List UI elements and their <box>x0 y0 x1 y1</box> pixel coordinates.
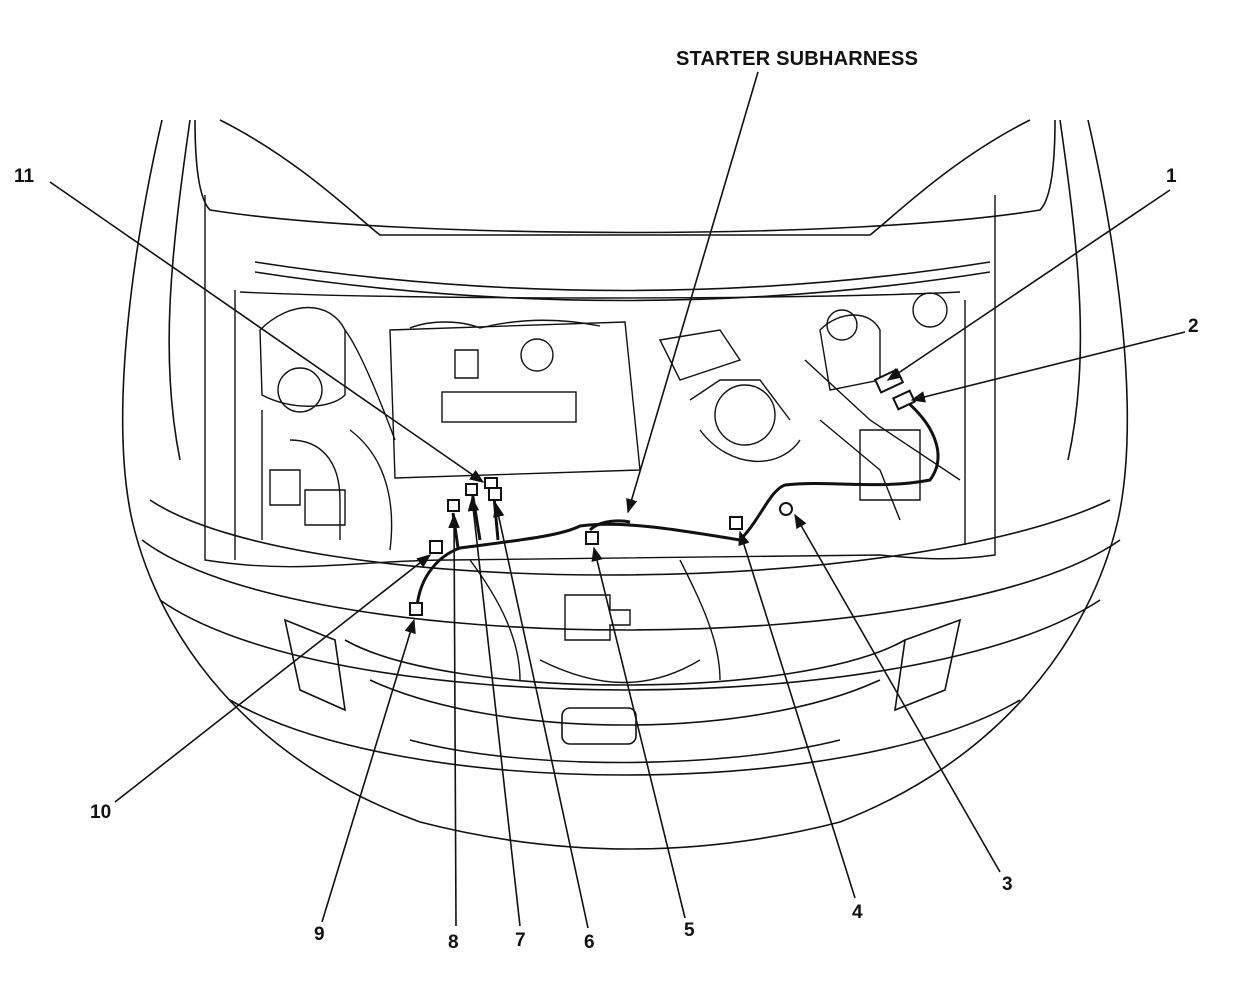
callout-6: 6 <box>584 932 595 953</box>
connector-5 <box>585 531 599 545</box>
callout-8: 8 <box>448 932 459 953</box>
leader-1 <box>886 189 1171 381</box>
leader-5 <box>591 546 686 919</box>
connectors <box>409 368 917 616</box>
callout-4: 4 <box>852 902 863 923</box>
connector-3 <box>779 502 793 516</box>
callout-10: 10 <box>90 802 112 823</box>
front-fascia <box>283 618 962 764</box>
leader-9 <box>321 618 416 923</box>
leader-2 <box>910 331 1186 403</box>
connector-6 <box>488 487 502 501</box>
leader-6 <box>493 502 589 929</box>
callout-3: 3 <box>1002 874 1013 895</box>
leader-8 <box>448 513 460 927</box>
hood <box>194 119 1056 302</box>
callout-leaders <box>49 71 1186 929</box>
leader-3 <box>794 513 1001 873</box>
vehicle-body <box>121 119 1129 850</box>
connector-10 <box>429 540 443 554</box>
connector-8 <box>447 499 460 512</box>
callout-5: 5 <box>684 920 695 941</box>
diagram-title: STARTER SUBHARNESS <box>676 48 919 70</box>
connector-11 <box>484 477 498 489</box>
leader-title <box>626 71 759 514</box>
leader-10 <box>114 554 432 803</box>
leader-11 <box>49 181 485 483</box>
callout-1: 1 <box>1166 166 1177 187</box>
connector-4 <box>729 516 743 530</box>
connector-9 <box>409 602 423 616</box>
callout-2: 2 <box>1188 316 1199 337</box>
callout-7: 7 <box>515 930 526 951</box>
leader-7 <box>467 496 521 927</box>
callout-11: 11 <box>14 166 35 187</box>
callout-9: 9 <box>314 924 325 945</box>
engine-bay <box>204 195 996 684</box>
connector-7 <box>465 483 478 496</box>
leader-4 <box>738 530 856 899</box>
